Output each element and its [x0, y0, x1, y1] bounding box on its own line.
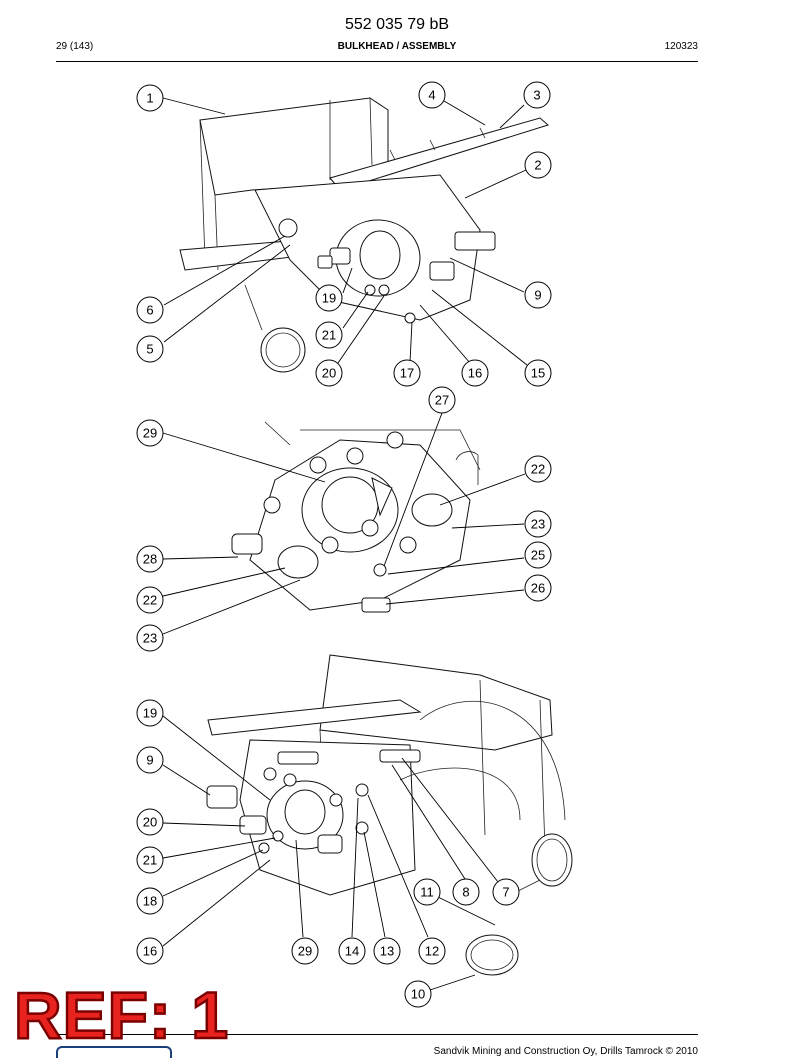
svg-text:9: 9: [146, 753, 153, 768]
svg-text:16: 16: [468, 366, 482, 381]
callout-21: 21: [136, 846, 164, 874]
callout-16: 16: [136, 937, 164, 965]
svg-text:8: 8: [462, 885, 469, 900]
svg-text:3: 3: [533, 88, 540, 103]
svg-text:25: 25: [531, 548, 545, 563]
date-code: 120323: [664, 41, 698, 52]
svg-text:26: 26: [531, 581, 545, 596]
callout-29: 29: [291, 937, 319, 965]
svg-text:11: 11: [420, 885, 434, 900]
callout-25: 25: [524, 541, 552, 569]
svg-text:16: 16: [143, 944, 157, 959]
svg-text:19: 19: [322, 291, 336, 306]
footer-copyright: Sandvik Mining and Construction Oy, Dril…: [433, 1046, 698, 1057]
callout-9: 9: [524, 281, 552, 309]
sandvik-logo: [56, 1046, 172, 1058]
svg-text:15: 15: [531, 366, 545, 381]
callout-20: 20: [315, 359, 343, 387]
svg-text:22: 22: [143, 593, 157, 608]
page-number: 29 (143): [56, 41, 94, 52]
callout-18: 18: [136, 887, 164, 915]
svg-text:27: 27: [435, 393, 449, 408]
svg-text:6: 6: [146, 303, 153, 318]
callout-26: 26: [524, 574, 552, 602]
callout-14: 14: [338, 937, 366, 965]
callout-1: 1: [136, 84, 164, 112]
callout-16: 16: [461, 359, 489, 387]
callout-28: 28: [136, 545, 164, 573]
callout-10: 10: [404, 980, 432, 1008]
callout-19: 19: [315, 284, 343, 312]
callout-19: 19: [136, 699, 164, 727]
callout-23: 23: [136, 624, 164, 652]
callout-5: 5: [136, 335, 164, 363]
ref-stamp: REF: 1: [13, 978, 230, 1052]
callout-8: 8: [452, 878, 480, 906]
callout-7: 7: [492, 878, 520, 906]
svg-text:23: 23: [143, 631, 157, 646]
callout-13: 13: [373, 937, 401, 965]
callout-2: 2: [524, 151, 552, 179]
view-top: 1 4 3 2 9 6 19 21 5 20 17 16 15: [136, 81, 552, 387]
view-middle: 27 29 22 23 28 25 26 22 23: [136, 386, 552, 652]
svg-text:7: 7: [502, 885, 509, 900]
svg-text:4: 4: [428, 88, 435, 103]
svg-text:12: 12: [425, 944, 439, 959]
svg-text:5: 5: [146, 342, 153, 357]
document-number: 552 035 79 bB: [344, 16, 450, 33]
svg-text:29: 29: [143, 426, 157, 441]
svg-text:19: 19: [143, 706, 157, 721]
footer-rule: [56, 1034, 698, 1035]
callout-4: 4: [418, 81, 446, 109]
svg-text:22: 22: [531, 462, 545, 477]
callout-11: 11: [413, 878, 441, 906]
svg-text:20: 20: [322, 366, 336, 381]
callout-22: 22: [524, 455, 552, 483]
svg-text:21: 21: [322, 328, 336, 343]
svg-text:1: 1: [146, 91, 153, 106]
section-title: BULKHEAD / ASSEMBLY: [337, 41, 457, 52]
svg-text:10: 10: [411, 987, 425, 1002]
callout-6: 6: [136, 296, 164, 324]
svg-text:20: 20: [143, 815, 157, 830]
callout-22: 22: [136, 586, 164, 614]
svg-text:13: 13: [380, 944, 394, 959]
callout-12: 12: [418, 937, 446, 965]
callout-21: 21: [315, 321, 343, 349]
svg-text:2: 2: [534, 158, 541, 173]
callout-17: 17: [393, 359, 421, 387]
callout-29: 29: [136, 419, 164, 447]
svg-text:29: 29: [298, 944, 312, 959]
svg-text:21: 21: [143, 853, 157, 868]
svg-text:17: 17: [400, 366, 414, 381]
callout-3: 3: [523, 81, 551, 109]
header-rule: [56, 61, 698, 62]
view-bottom: 19 9 20 21 18 16 29 14 13 12 11 8 7 10: [136, 654, 573, 1008]
callout-23: 23: [524, 510, 552, 538]
callout-27: 27: [428, 386, 456, 414]
svg-text:28: 28: [143, 552, 157, 567]
svg-text:14: 14: [345, 944, 359, 959]
svg-text:23: 23: [531, 517, 545, 532]
svg-text:9: 9: [534, 288, 541, 303]
callout-20: 20: [136, 808, 164, 836]
callout-9: 9: [136, 746, 164, 774]
callout-15: 15: [524, 359, 552, 387]
svg-text:18: 18: [143, 894, 157, 909]
